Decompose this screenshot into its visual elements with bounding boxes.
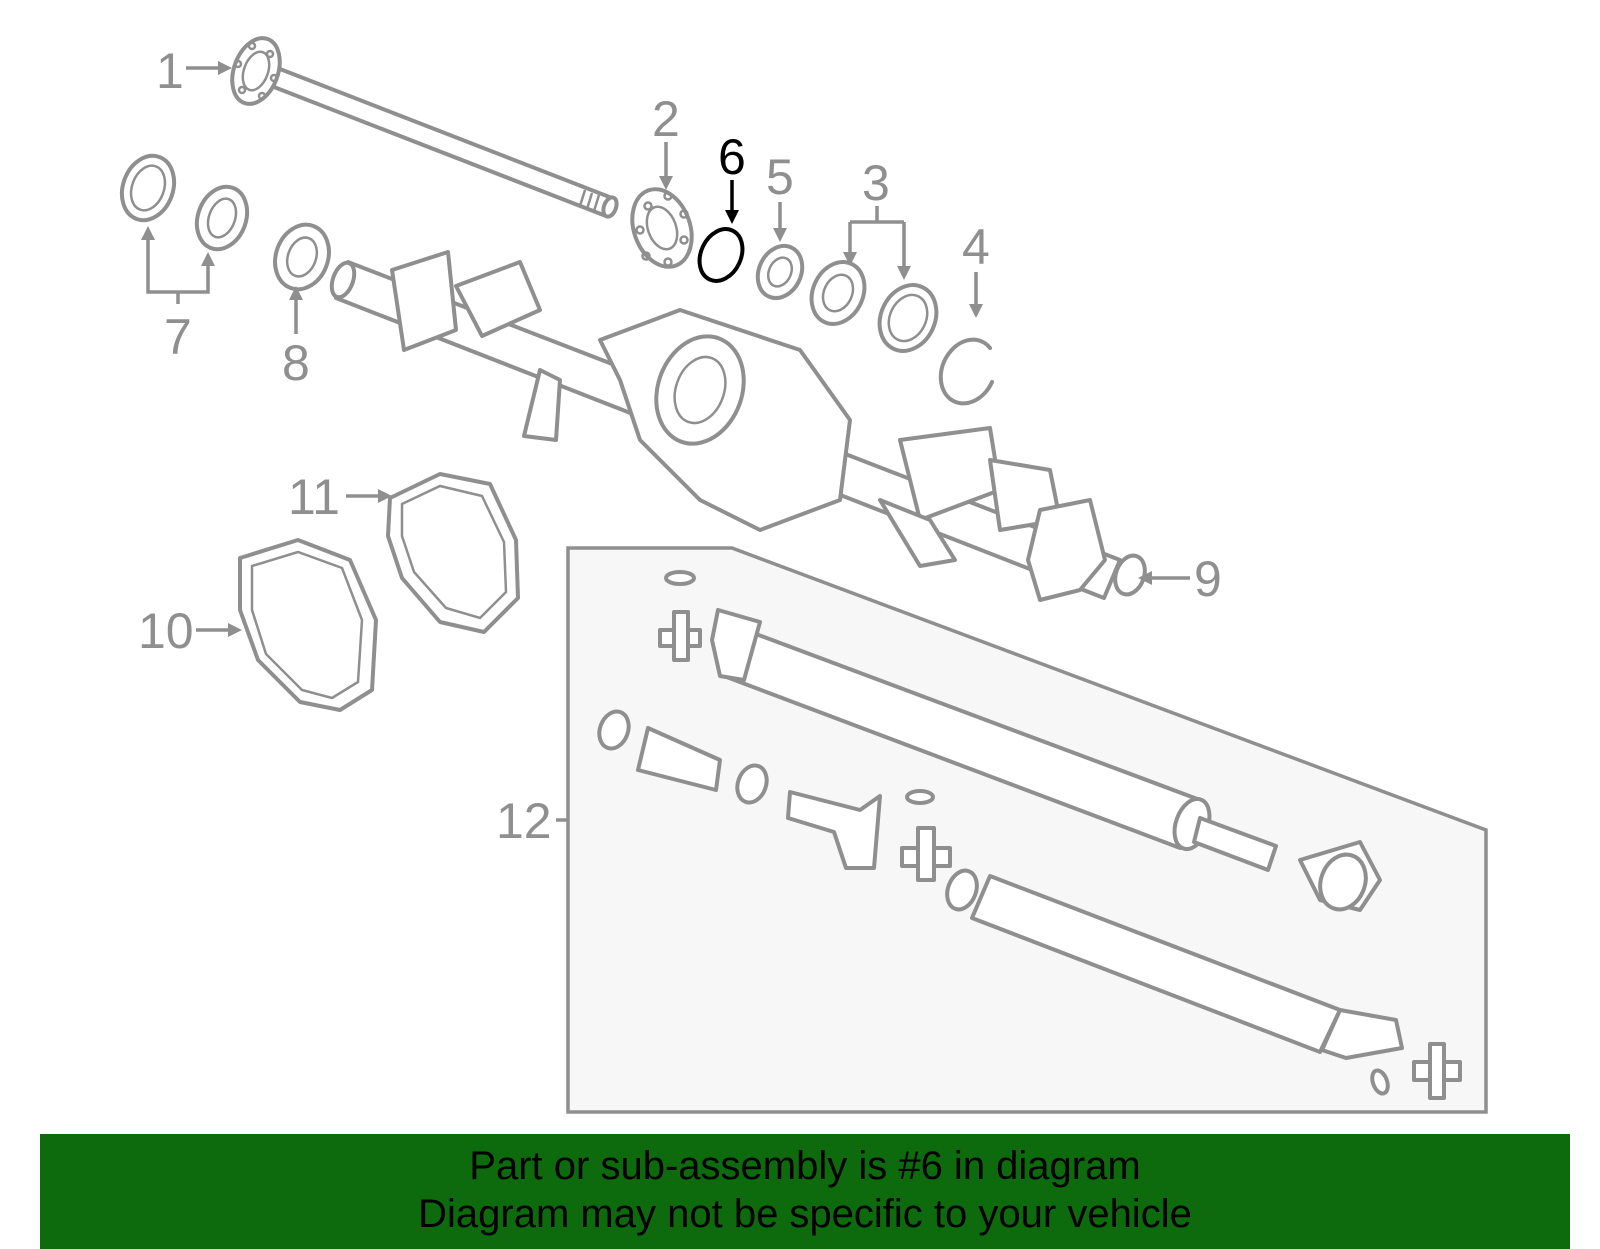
callout-3: 3 <box>862 155 890 211</box>
callout-numbers: 1 2 3 4 5 6 7 8 9 10 11 12 <box>138 43 1222 849</box>
part-10-cover <box>238 538 378 712</box>
callout-8: 8 <box>282 335 310 391</box>
part-12-propeller-shaft-inset <box>566 546 1488 1114</box>
info-banner: Part or sub-assembly is #6 in diagram Di… <box>40 1134 1570 1249</box>
part-8-seal <box>273 222 331 292</box>
callout-5: 5 <box>766 149 794 205</box>
part-3-bearing-set <box>809 260 939 353</box>
part-11-cover-gasket <box>386 472 520 634</box>
banner-line-1: Part or sub-assembly is #6 in diagram <box>469 1144 1141 1188</box>
callout-2: 2 <box>652 91 680 147</box>
callout-11: 11 <box>288 469 340 525</box>
part-2-gasket <box>630 187 694 269</box>
part-9-axle-housing <box>329 250 1147 602</box>
leader-lines <box>141 61 1190 822</box>
part-4-snap-ring <box>938 337 994 406</box>
callout-4: 4 <box>962 219 990 275</box>
callout-7: 7 <box>164 309 192 365</box>
banner-line-2: Diagram may not be specific to your vehi… <box>418 1192 1192 1236</box>
callout-12: 12 <box>496 793 552 849</box>
part-7-seal-bearing <box>119 153 250 252</box>
callout-1: 1 <box>156 43 184 99</box>
callout-6: 6 <box>718 129 746 185</box>
part-5-bearing <box>755 243 805 301</box>
callout-10: 10 <box>138 603 194 659</box>
callout-9: 9 <box>1194 551 1222 607</box>
part-6-o-ring <box>697 227 745 283</box>
part-1-axle-shaft <box>230 36 619 219</box>
